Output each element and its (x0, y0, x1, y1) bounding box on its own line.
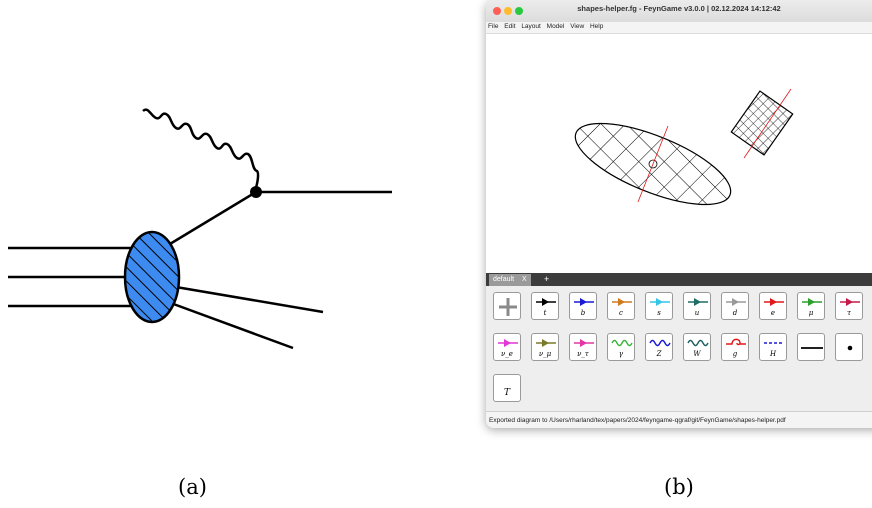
outgoing-line-lower-2 (167, 300, 294, 350)
hatched-blob (123, 230, 181, 324)
fermion-line-icon (574, 339, 594, 347)
tile-label: e (770, 309, 776, 317)
tile-label: H (769, 350, 777, 358)
fermion-line-icon (650, 298, 670, 306)
internal-line (159, 190, 257, 252)
menu-view[interactable]: View (570, 23, 585, 30)
tile-label: T (503, 388, 510, 398)
tab-bar: default X + (486, 273, 872, 286)
palette-tile-fermion-particle[interactable]: b (569, 292, 597, 320)
tile-label: W (693, 350, 701, 358)
menu-file[interactable]: File (488, 23, 499, 30)
palette-tile-fermion-particle[interactable]: ν_τ (569, 333, 597, 361)
grid-ellipse-shape[interactable] (546, 94, 766, 234)
palette-tile-photon-particle[interactable]: W (683, 333, 711, 361)
add-tab-button[interactable]: + (544, 274, 550, 284)
menu-edit[interactable]: Edit (504, 23, 516, 30)
fermion-line-icon (536, 339, 556, 347)
fermion-line-icon (688, 298, 708, 306)
palette-tile-fermion-particle[interactable]: ν_e (493, 333, 521, 361)
tile-label: ν_e (501, 350, 513, 358)
caption-a: (a) (178, 475, 207, 499)
fermion-line-icon (574, 298, 594, 306)
palette-tile-add-add[interactable] (493, 292, 521, 320)
drawing-canvas[interactable] (486, 34, 872, 272)
status-bar: Exported diagram to /Users/rharland/tex/… (486, 411, 872, 428)
tile-label: s (657, 309, 661, 317)
tab-label: default (493, 276, 515, 283)
window-title: shapes-helper.fg - FeynGame v3.0.0 | 02.… (577, 4, 781, 13)
palette-tile-gluon-particle[interactable]: g (721, 333, 749, 361)
fermion-line-icon (726, 298, 746, 306)
fermion-line-icon (612, 298, 632, 306)
palette-tile-fermion-particle[interactable]: e (759, 292, 787, 320)
tile-label: γ (618, 350, 624, 358)
photon-line (142, 108, 260, 192)
palette-tile-photon-particle[interactable]: Z (645, 333, 673, 361)
close-window-button[interactable] (493, 7, 501, 15)
plus-icon (499, 298, 517, 316)
maximize-window-button[interactable] (515, 7, 523, 15)
palette-tile-fermion-particle[interactable]: μ (797, 292, 825, 320)
fermion-line-icon (764, 298, 784, 306)
feynman-diagram-a (8, 108, 392, 350)
palette-tile-fermion-particle[interactable]: τ (835, 292, 863, 320)
palette-tile-fermion-particle[interactable]: t (531, 292, 559, 320)
palette-tile-text-text[interactable]: T (493, 374, 521, 402)
tile-label: d (732, 309, 738, 317)
tile-label: t (543, 309, 547, 317)
menu-layout[interactable]: Layout (521, 23, 541, 30)
tile-label: c (619, 309, 623, 317)
caption-b: (b) (664, 475, 694, 499)
scalar-line-icon (764, 342, 784, 344)
tile-label: g (732, 350, 738, 358)
tab-default[interactable]: default X (489, 274, 531, 286)
palette-tile-dot-dot[interactable] (835, 333, 863, 361)
tile-label: ν_τ (577, 350, 589, 358)
minimize-window-button[interactable] (504, 7, 512, 15)
tile-label: ν_μ (538, 350, 552, 358)
grid-rectangle-shape[interactable] (726, 84, 806, 164)
menubar: File Edit Layout Model View Help (486, 22, 872, 34)
tile-label: μ (808, 309, 814, 317)
tile-label: τ (847, 309, 851, 317)
palette-tile-photon-particle[interactable]: γ (607, 333, 635, 361)
palette-tile-fermion-particle[interactable]: s (645, 292, 673, 320)
fermion-line-icon (536, 298, 556, 306)
palette-tile-scalar-particle[interactable]: H (759, 333, 787, 361)
palette-tile-fermion-particle[interactable]: d (721, 292, 749, 320)
fermion-line-icon (840, 298, 860, 306)
tile-label: u (694, 309, 700, 317)
palette-tile-fermion-particle[interactable]: u (683, 292, 711, 320)
palette-tile-fermion-particle[interactable]: ν_μ (531, 333, 559, 361)
tab-close-icon[interactable]: X (521, 276, 527, 283)
palette-tile-fermion-particle[interactable]: c (607, 292, 635, 320)
tile-label: Z (656, 350, 662, 358)
dot-line-icon (847, 345, 853, 351)
photon-line-icon (687, 339, 709, 347)
feyngame-window: shapes-helper.fg - FeynGame v3.0.0 | 02.… (486, 0, 872, 428)
menu-model[interactable]: Model (546, 23, 565, 30)
titlebar: shapes-helper.fg - FeynGame v3.0.0 | 02.… (486, 0, 872, 23)
photon-line-icon (649, 339, 671, 347)
tile-label: b (580, 309, 586, 317)
outgoing-line-lower-1 (169, 284, 324, 314)
palette-tile-plain-plain[interactable] (797, 333, 825, 361)
vertex-dot (250, 186, 262, 198)
canvas-shapes (546, 84, 806, 234)
gluon-line-icon (726, 338, 746, 346)
fermion-line-icon (498, 339, 518, 347)
menu-help[interactable]: Help (589, 23, 604, 30)
fermion-line-icon (802, 298, 822, 306)
plain-line-icon (801, 347, 823, 349)
photon-line-icon (611, 339, 633, 347)
